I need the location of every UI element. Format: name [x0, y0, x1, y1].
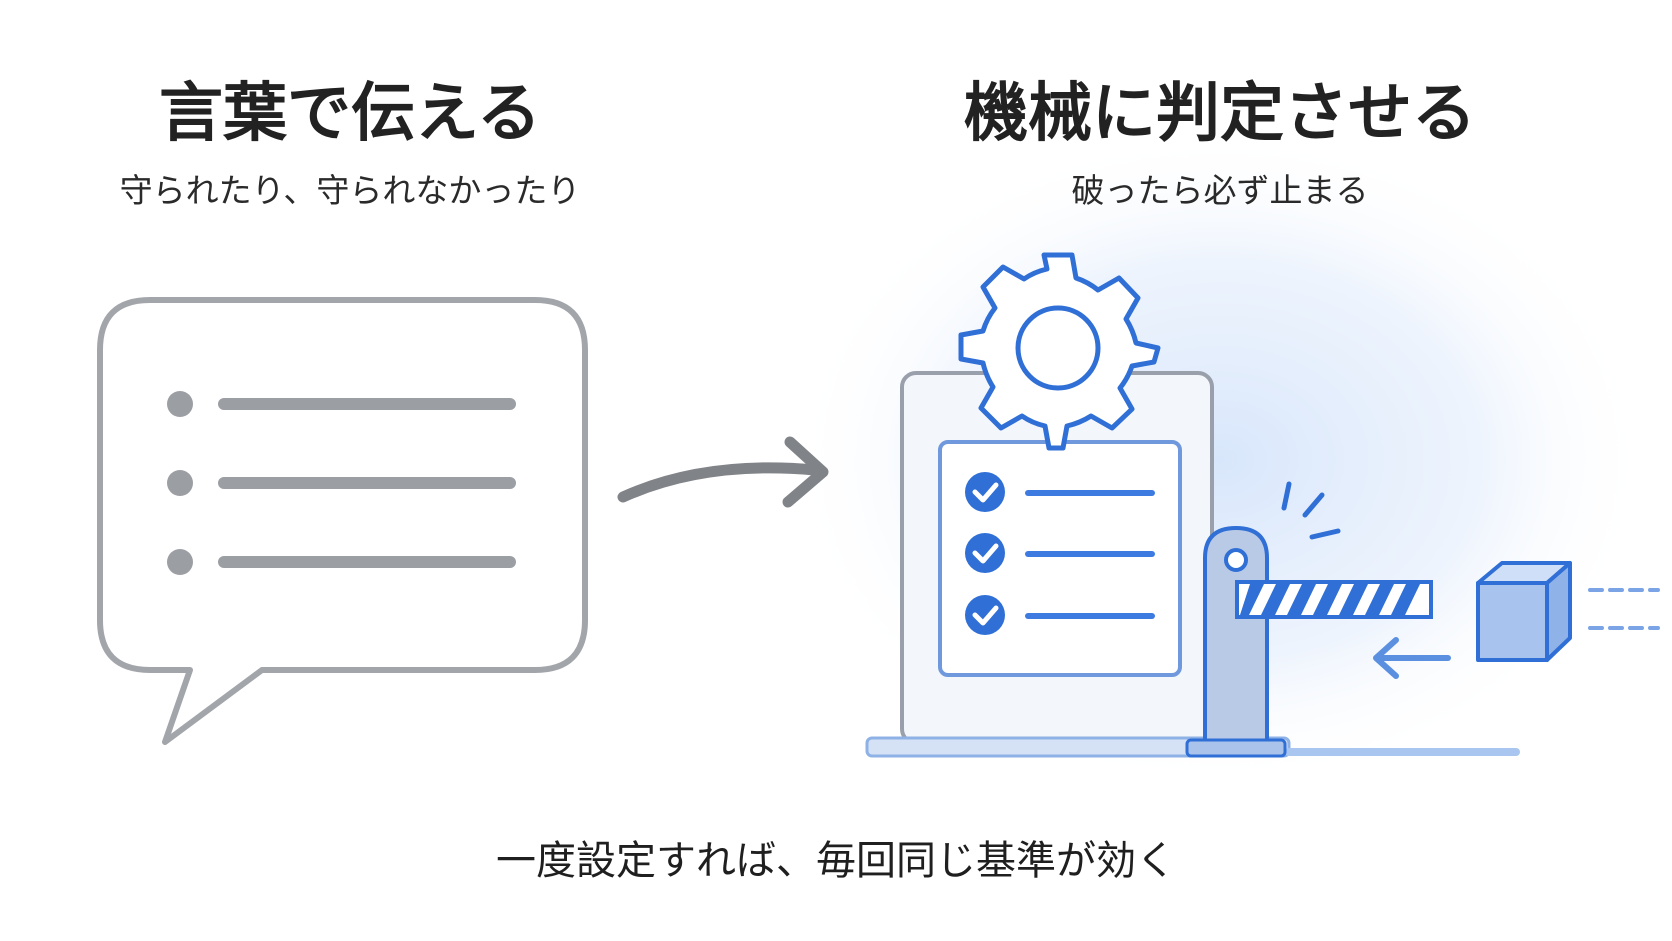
left-title: 言葉で伝える [158, 77, 542, 151]
barrier-gate-icon [1185, 481, 1433, 758]
right-subtitle: 破ったら必ず止まる [1071, 171, 1369, 210]
list-bullet [167, 470, 193, 496]
left-subtitle: 守られたり、守られなかったり [119, 171, 581, 210]
list-bullet [167, 391, 193, 417]
cube-icon [1476, 561, 1660, 662]
motion-lines [1588, 588, 1660, 630]
bottom-caption: 一度設定すれば、毎回同じ基準が効く [496, 838, 1176, 884]
checklist-icon [938, 440, 1182, 677]
arrow-left-icon [1373, 637, 1451, 679]
arrow-right-icon [617, 436, 829, 508]
list-bullet [167, 549, 193, 575]
check-circle-icon [965, 533, 1005, 573]
gear-icon [958, 252, 1161, 451]
right-title: 機械に判定させる [964, 77, 1476, 151]
check-circle-icon [965, 595, 1005, 635]
check-circle-icon [965, 472, 1005, 512]
speech-bubble-list-icon [97, 297, 588, 745]
alert-lines-icon [1281, 481, 1341, 540]
